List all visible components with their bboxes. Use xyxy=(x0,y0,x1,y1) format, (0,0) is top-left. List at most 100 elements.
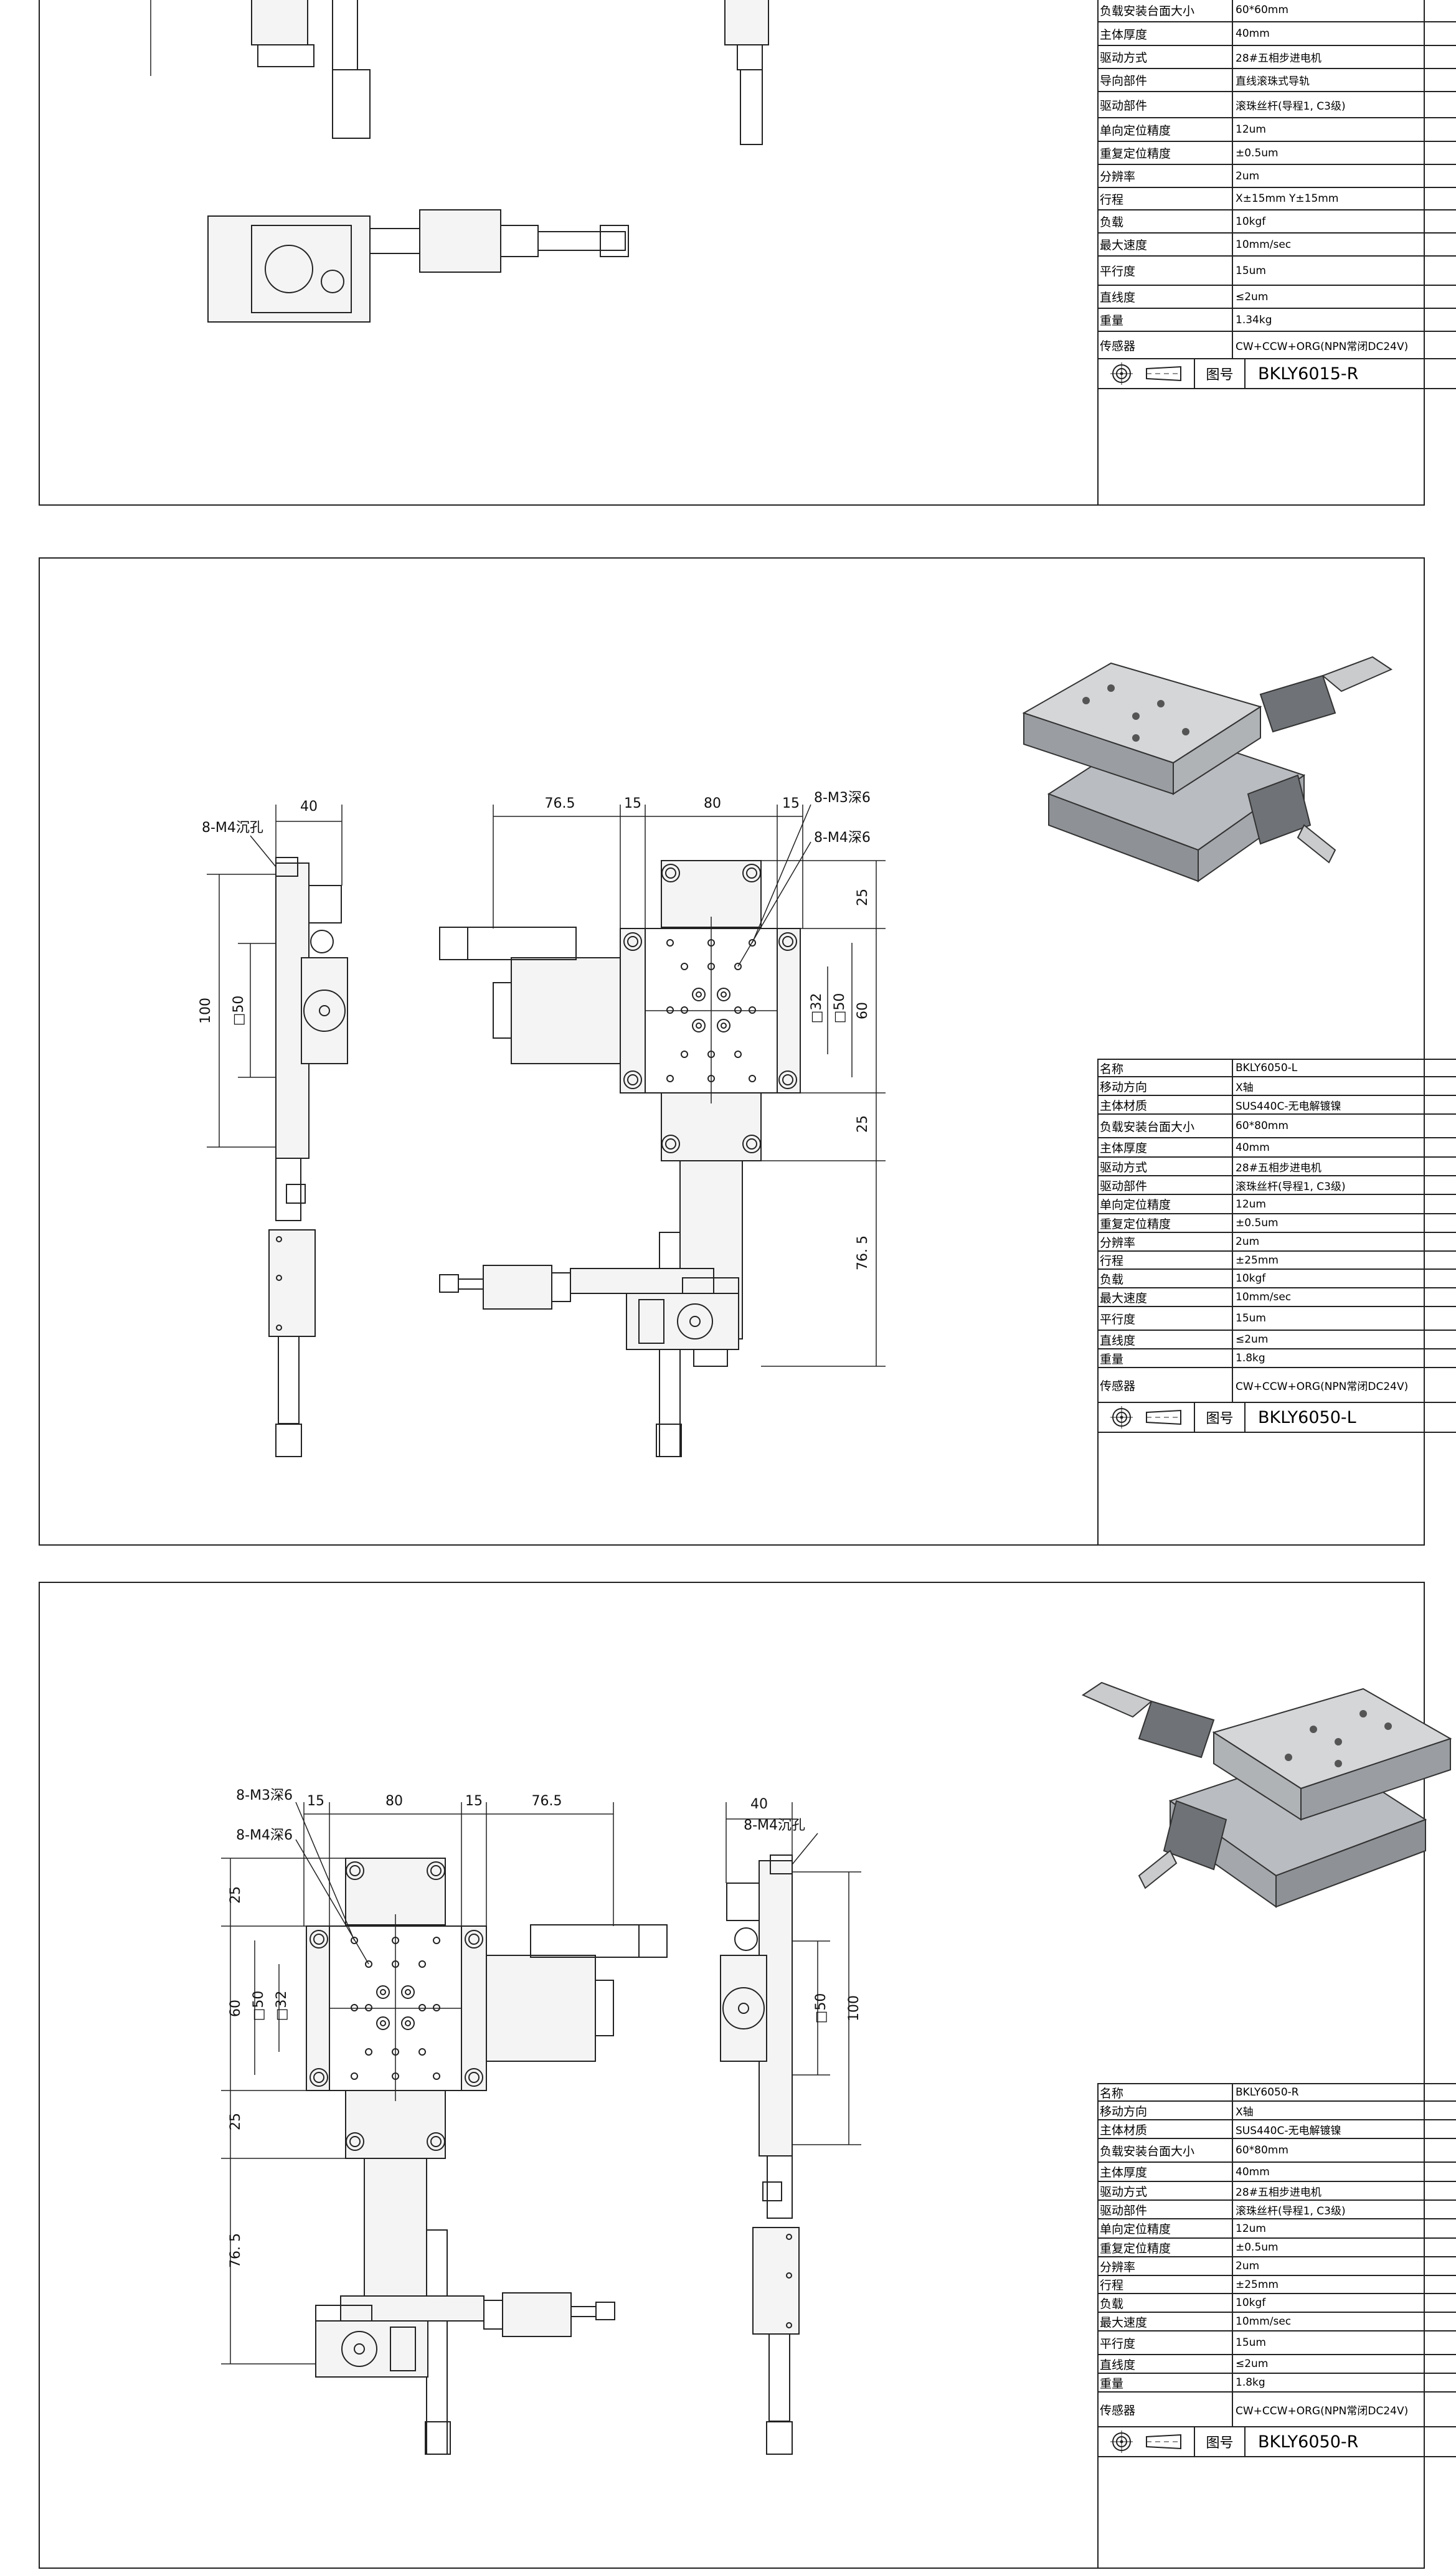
connector xyxy=(321,270,344,293)
y-motor-side xyxy=(638,1299,664,1344)
spec-label: 行程 xyxy=(1099,2276,1233,2293)
spec-value: X轴 xyxy=(1236,2105,1254,2119)
isometric-render xyxy=(1081,1681,1452,1908)
dimension-label: 60 xyxy=(855,1002,871,1019)
x-cable xyxy=(1081,1681,1153,1718)
motor xyxy=(720,1955,767,2062)
x-motor xyxy=(1138,1700,1215,1759)
spec-row: 驱动部件滚珠丝杆(导程1, C3级) xyxy=(1099,1176,1456,1195)
knob xyxy=(500,225,539,257)
y-axis-block xyxy=(626,1293,739,1350)
stage-rail xyxy=(570,1268,714,1294)
x-motor xyxy=(1259,674,1336,733)
drawing-number-label: 图号 xyxy=(1195,2427,1246,2456)
cable xyxy=(537,231,626,251)
spec-row: 直线度≤2um xyxy=(1099,286,1456,309)
y-motor xyxy=(1247,774,1312,845)
lower-block xyxy=(268,1229,316,1337)
counterbore-hole-inner xyxy=(696,991,702,998)
table-hole xyxy=(1082,697,1090,704)
mount-hole-inner xyxy=(665,1138,676,1150)
y-connector xyxy=(656,1424,682,1457)
spec-row: 行程±25mm xyxy=(1099,2276,1456,2294)
dimension-label: 76. 5 xyxy=(855,1235,871,1270)
spec-label: 主体厚度 xyxy=(1099,2163,1233,2181)
spec-label: 负载安装台面大小 xyxy=(1099,1115,1233,1137)
spec-value: X±15mm Y±15mm xyxy=(1236,192,1339,205)
y-cable xyxy=(1297,824,1336,864)
spec-value: 60*80mm xyxy=(1236,2144,1288,2157)
hole xyxy=(276,1275,282,1281)
hole-callout: 8-M3深6 xyxy=(814,790,871,806)
mount-hole-inner xyxy=(430,1865,442,1876)
spec-label: 负载安装台面大小 xyxy=(1099,0,1233,21)
spec-value: 15um xyxy=(1236,1312,1266,1325)
spec-label: 传感器 xyxy=(1099,332,1233,358)
tapped-hole xyxy=(351,1937,358,1944)
spec-value: BKLY6050-L xyxy=(1236,1062,1298,1074)
x-axis-body xyxy=(207,215,371,323)
spec-label: 驱动方式 xyxy=(1099,2182,1233,2199)
spec-value: ≤2um xyxy=(1236,2358,1269,2370)
connector xyxy=(734,1927,758,1951)
leader-line xyxy=(752,804,811,943)
spec-value: ±0.5um xyxy=(1236,2241,1279,2254)
counterbore-hole-inner xyxy=(405,2020,411,2026)
cable-connector xyxy=(332,69,371,139)
mount-hole-inner xyxy=(782,1074,793,1085)
dimension-label: □32 xyxy=(274,1991,290,2021)
spec-row: 重复定位精度±0.5um xyxy=(1099,142,1456,165)
table-hole xyxy=(1182,728,1189,735)
y-axis-top-block xyxy=(345,1858,446,1925)
coupling xyxy=(369,228,420,254)
spec-label: 重量 xyxy=(1099,1349,1233,1367)
leader-line xyxy=(295,1839,369,1965)
spec-value: ±0.5um xyxy=(1236,1217,1279,1229)
dimension-label: 15 xyxy=(624,796,641,811)
spec-label: 最大速度 xyxy=(1099,1288,1233,1306)
tapped-hole xyxy=(666,1075,674,1082)
dimension-label: 25 xyxy=(855,1115,871,1133)
y-cable xyxy=(1138,1850,1178,1889)
spec-value: 1.8kg xyxy=(1236,1352,1265,1364)
mount-hole xyxy=(346,2132,364,2151)
spec-label: 平行度 xyxy=(1099,1307,1233,1330)
spec-label: 主体材质 xyxy=(1099,2120,1233,2138)
spec-value: 40mm xyxy=(1236,27,1270,40)
motor-face xyxy=(265,245,313,293)
spec-label: 直线度 xyxy=(1099,286,1233,308)
spec-value: 2um xyxy=(1236,1235,1260,1248)
spec-label: 单向定位精度 xyxy=(1099,1195,1233,1213)
spec-value: X轴 xyxy=(1236,1081,1254,1094)
coupling xyxy=(286,1184,306,1204)
dimension-label: 15 xyxy=(782,796,800,811)
rail xyxy=(332,0,358,70)
spec-value: 10mm/sec xyxy=(1236,2315,1292,2328)
spec-row: 驱动部件滚珠丝杆(导程1, C3级) xyxy=(1099,92,1456,118)
coupling xyxy=(483,2300,503,2330)
mount-hole xyxy=(623,1070,642,1089)
table-hole xyxy=(1310,1726,1317,1733)
tapped-hole xyxy=(681,963,688,970)
spec-value: CW+CCW+ORG(NPN常闭DC24V) xyxy=(1236,340,1409,353)
hole xyxy=(786,2322,792,2328)
spec-value: ±0.5um xyxy=(1236,146,1279,159)
connector-end xyxy=(275,1424,302,1457)
mount-hole xyxy=(778,1070,797,1089)
motor-shaft xyxy=(738,2003,749,2014)
spec-label: 重复定位精度 xyxy=(1099,142,1233,164)
counterbore-hole-inner xyxy=(696,1023,702,1029)
